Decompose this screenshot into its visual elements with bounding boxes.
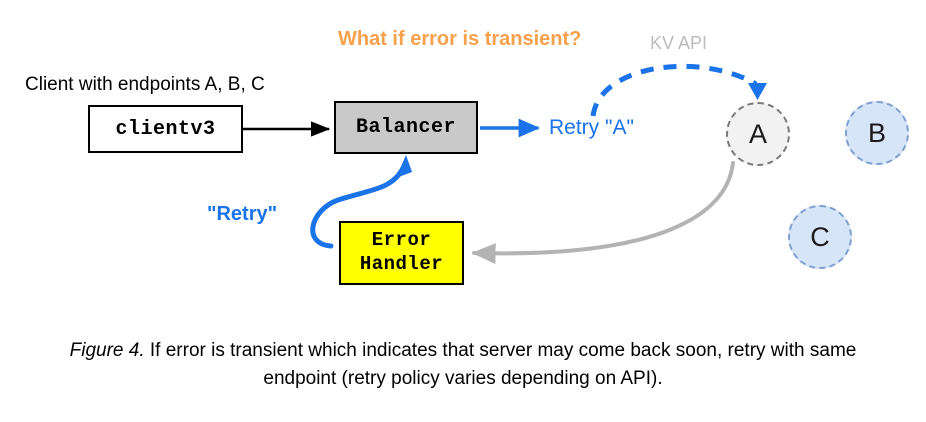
node-endpoint-b: B (845, 101, 909, 165)
transient-error-question-label: What if error is transient? (338, 28, 582, 50)
figure-caption: Figure 4. If error is transient which in… (63, 337, 863, 392)
client-endpoints-note: Client with endpoints A, B, C (25, 74, 265, 95)
figure-caption-prefix: Figure 4. (69, 340, 145, 361)
retry-a-edge-label: Retry "A" (549, 116, 634, 139)
node-endpoint-a: A (726, 102, 790, 166)
error-handler-line-1: Error (371, 229, 432, 252)
edge-request-arc-to-endpoint-a (590, 63, 758, 117)
retry-edge-label: "Retry" (207, 203, 278, 225)
node-balancer: Balancer (334, 101, 478, 154)
node-endpoint-c: C (788, 205, 852, 269)
arrowhead-error-handler-to-balancer (396, 155, 412, 178)
figure-caption-body: If error is transient which indicates th… (144, 340, 857, 389)
arrowhead-arc-to-endpoint-a (748, 83, 767, 100)
kv-api-label: KV API (650, 33, 708, 53)
edge-endpoint-a-to-error-handler (471, 161, 735, 264)
node-clientv3: clientv3 (88, 105, 243, 153)
node-error-handler: Error Handler (339, 221, 464, 285)
error-handler-line-2: Handler (359, 253, 444, 275)
